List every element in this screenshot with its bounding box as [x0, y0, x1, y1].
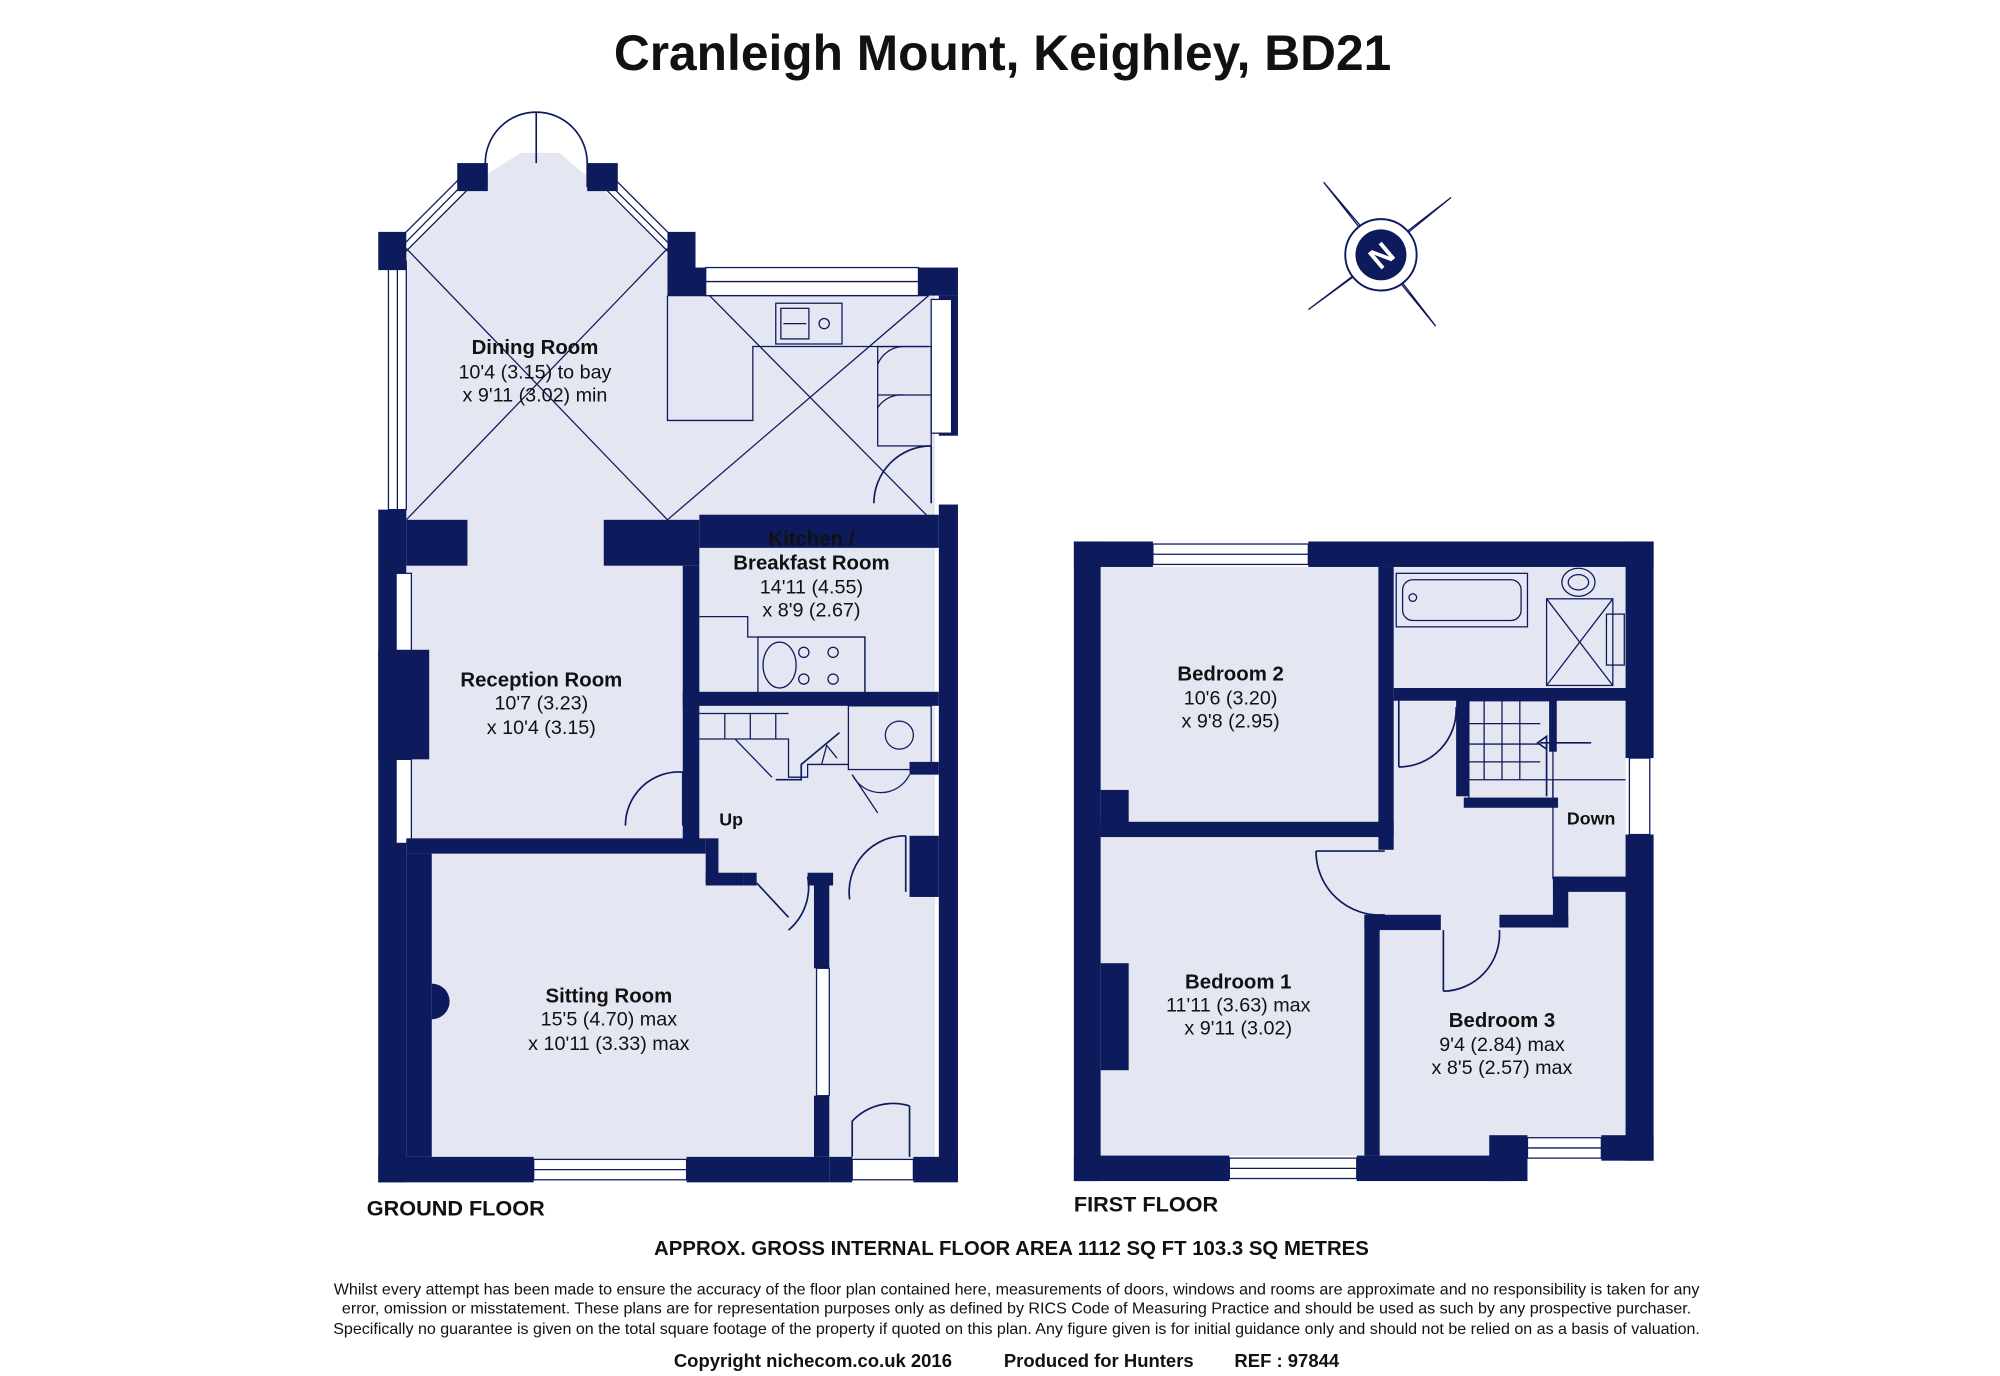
compass-rose-icon: N [1307, 181, 1452, 327]
disclaimer-line: error, omission or misstatement. These p… [342, 1300, 1691, 1318]
room-kitchen: Kitchen / Breakfast Room 14'11 (4.55) x … [733, 528, 889, 621]
ground-floor-label: GROUND FLOOR [367, 1195, 545, 1220]
room-name: Kitchen / [768, 528, 854, 550]
room-dims: x 9'8 (2.95) [1182, 710, 1280, 732]
copyright-text: Copyright nichecom.co.uk 2016 [674, 1350, 952, 1371]
room-name: Reception Room [460, 670, 622, 692]
room-name: Bedroom 1 [1185, 972, 1291, 994]
room-dims: x 10'4 (3.15) [487, 717, 596, 739]
room-dims: x 9'11 (3.02) [1184, 1018, 1292, 1040]
room-dims: 10'4 (3.15) to bay [458, 361, 611, 383]
first-stairs [1463, 694, 1626, 880]
footer: Copyright nichecom.co.uk 2016 Produced f… [674, 1350, 1340, 1371]
stairs-down-label: Down [1567, 808, 1616, 828]
disclaimer-line: Specifically no guarantee is given on th… [333, 1320, 1700, 1338]
room-bedroom-3: Bedroom 3 9'4 (2.84) max x 8'5 (2.57) ma… [1432, 1010, 1573, 1079]
ground-floor-plan: Dining Room 10'4 (3.15) to bay x 9'11 (3… [367, 111, 958, 1220]
room-dims: 10'7 (3.23) [494, 693, 588, 715]
room-dims: 15'5 (4.70) max [541, 1009, 678, 1031]
room-dims: x 10'11 (3.33) max [528, 1033, 689, 1055]
dining-bay-window [387, 173, 687, 511]
room-dims: 10'6 (3.20) [1184, 688, 1278, 710]
first-floor-label: FIRST FLOOR [1074, 1192, 1219, 1217]
room-dining: Dining Room 10'4 (3.15) to bay x 9'11 (3… [458, 337, 611, 406]
room-dims: 9'4 (2.84) max [1439, 1034, 1565, 1056]
disclaimer: Whilst every attempt has been made to en… [333, 1280, 1700, 1337]
room-reception: Reception Room 10'7 (3.23) x 10'4 (3.15) [460, 670, 622, 739]
room-dims: x 9'11 (3.02) min [463, 384, 608, 406]
plan-title: Cranleigh Mount, Keighley, BD21 [614, 25, 1391, 81]
room-sitting: Sitting Room 15'5 (4.70) max x 10'11 (3.… [528, 986, 689, 1055]
room-name: Breakfast Room [733, 553, 889, 575]
room-name: Bedroom 3 [1449, 1010, 1555, 1032]
room-dims: x 8'9 (2.67) [762, 600, 860, 622]
room-name: Dining Room [472, 337, 599, 359]
room-dims: 14'11 (4.55) [760, 577, 863, 599]
stairs-up-label: Up [719, 810, 743, 830]
room-bedroom-2: Bedroom 2 10'6 (3.20) x 9'8 (2.95) [1177, 663, 1283, 732]
room-name: Sitting Room [545, 986, 672, 1008]
room-name: Bedroom 2 [1177, 663, 1283, 685]
ground-stairs [699, 712, 849, 781]
room-dims: 11'11 (3.63) max [1166, 995, 1311, 1017]
reference-text: REF : 97844 [1234, 1350, 1339, 1371]
disclaimer-line: Whilst every attempt has been made to en… [334, 1280, 1700, 1298]
first-floor-plan: Bedroom 2 10'6 (3.20) x 9'8 (2.95) Bedro… [1073, 541, 1654, 1217]
gross-area-text: APPROX. GROSS INTERNAL FLOOR AREA 1112 S… [654, 1238, 1369, 1260]
produced-for-text: Produced for Hunters [1004, 1350, 1194, 1371]
dining-french-doors [484, 111, 589, 188]
room-bedroom-1: Bedroom 1 11'11 (3.63) max x 9'11 (3.02) [1166, 972, 1311, 1040]
room-dims: x 8'5 (2.57) max [1432, 1057, 1573, 1079]
